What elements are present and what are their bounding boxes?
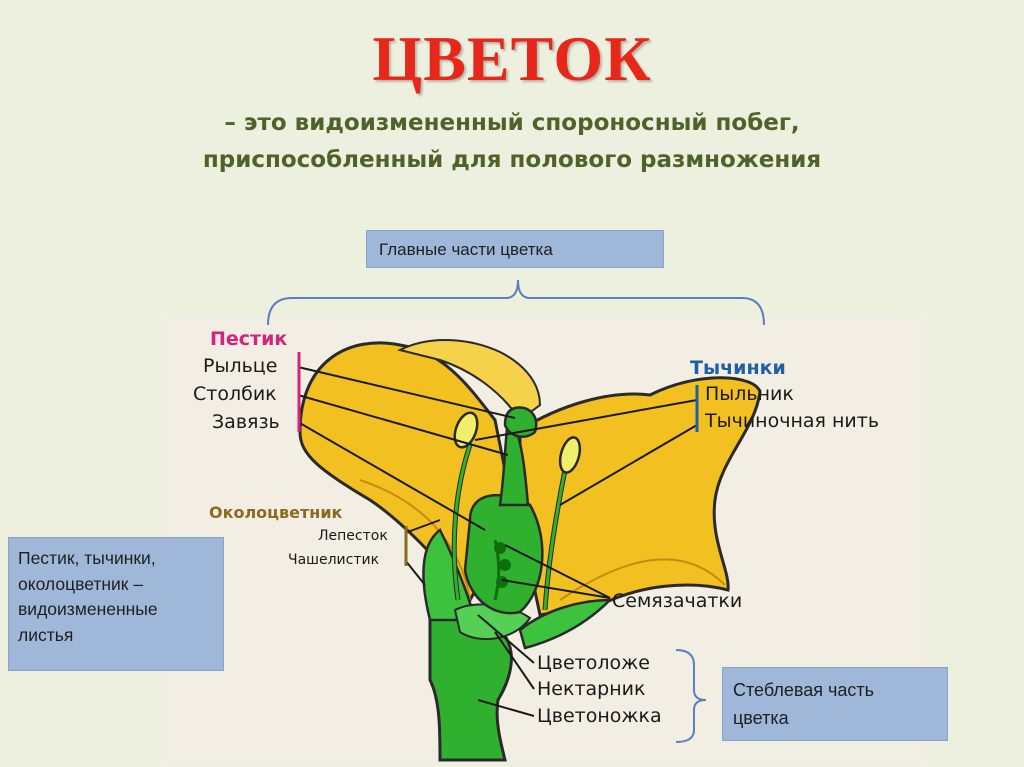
nectary-label: Нектарник bbox=[537, 678, 645, 700]
stem-part-bracket bbox=[675, 649, 707, 743]
style-label: Столбик bbox=[193, 383, 277, 405]
pedicel-label: Цветоножка bbox=[537, 705, 662, 727]
style-shape bbox=[498, 418, 530, 507]
stem-part-line-1: Стеблевая часть bbox=[733, 680, 874, 700]
sepal-label: Чашелистик bbox=[288, 552, 379, 568]
petal-fold-2 bbox=[559, 558, 726, 601]
petals bbox=[298, 339, 762, 617]
left-petal bbox=[298, 341, 517, 603]
definition-line-1: – это видоизмененный спороносный побег, bbox=[224, 110, 800, 136]
main-parts-text: Главные части цветка bbox=[379, 240, 553, 259]
anther-label: Пыльник bbox=[705, 383, 794, 405]
ovary-shape bbox=[463, 493, 544, 615]
petal-fold bbox=[359, 479, 471, 601]
modified-leaves-line-1: Пестик, тычинки, bbox=[18, 548, 156, 568]
back-petal bbox=[397, 339, 542, 422]
ovary-label: Завязь bbox=[212, 411, 280, 433]
modified-leaves-line-4: листья bbox=[18, 624, 74, 645]
ovule-1 bbox=[494, 542, 506, 554]
modified-leaves-line-3: видоизмененные bbox=[18, 599, 158, 619]
left-filament-fill bbox=[452, 444, 472, 601]
receptacle-label: Цветоложе bbox=[537, 652, 650, 674]
main-parts-box: Главные части цветка bbox=[366, 230, 664, 268]
stem bbox=[422, 528, 614, 762]
right-filament-fill bbox=[543, 469, 567, 611]
right-anther bbox=[558, 436, 582, 474]
sepal-right bbox=[518, 598, 614, 650]
stamens-group-label: Тычинки bbox=[690, 357, 786, 379]
main-parts-bracket bbox=[267, 279, 765, 326]
stamens bbox=[451, 411, 582, 611]
ovule-3 bbox=[496, 576, 508, 588]
sepal-left bbox=[422, 528, 477, 622]
definition-line-2: приспособленный для полового размножения bbox=[202, 147, 822, 173]
stem-part-box: Стеблевая часть цветка bbox=[722, 667, 948, 741]
modified-leaves-line-2: околоцветник – bbox=[18, 573, 144, 594]
modified-leaves-box: Пестик, тычинки, околоцветник – видоизме… bbox=[8, 537, 224, 671]
filament-label: Тычиночная нить bbox=[704, 410, 879, 432]
stigma-label: Рыльце bbox=[203, 355, 277, 377]
stem-part-line-2: цветка bbox=[733, 708, 789, 728]
ovules-label: Семязачатки bbox=[612, 590, 742, 612]
perianth-group-label: Околоцветник bbox=[209, 503, 343, 522]
ovule-2 bbox=[499, 559, 511, 571]
left-anther bbox=[453, 411, 479, 449]
leader-lines bbox=[297, 366, 698, 717]
right-petal bbox=[518, 376, 762, 617]
slide-title: ЦВЕТОК bbox=[372, 23, 652, 94]
pistil-group-label: Пестик bbox=[210, 328, 287, 350]
petal-label: Лепесток bbox=[318, 528, 388, 544]
